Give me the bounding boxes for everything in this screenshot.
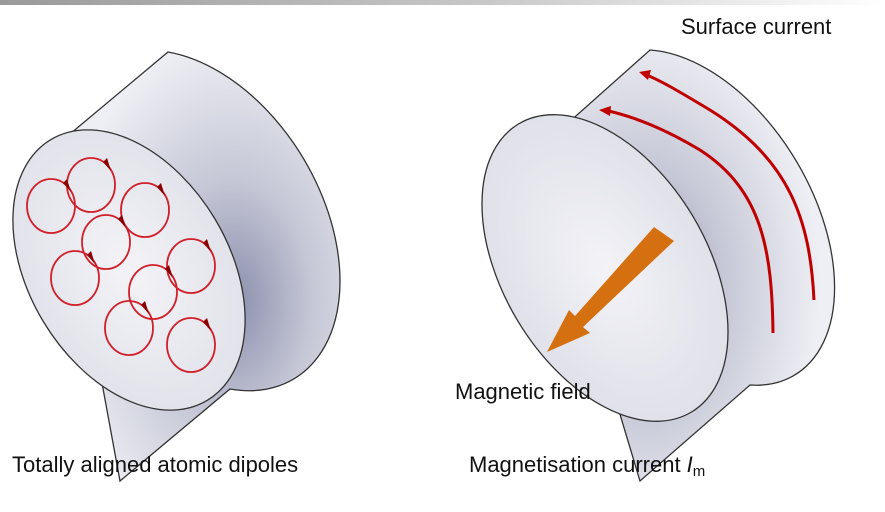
dipole-loop-arrowhead <box>203 318 211 331</box>
surface-current-label: Surface current <box>681 14 832 39</box>
magnetisation-subscript: m <box>692 463 706 480</box>
surface-current-line-upper <box>643 72 816 301</box>
magnetisation-current-caption: Magnetisation current Im <box>469 452 705 480</box>
aligned-dipoles-caption: Totally aligned atomic dipoles <box>12 452 299 477</box>
dipole-loop <box>50 250 100 306</box>
left-cylinder <box>12 51 341 483</box>
dipole-loop-arrowhead <box>103 158 111 171</box>
surface-current-arrowhead-upper <box>639 70 651 80</box>
magnetisation-symbol: I <box>686 452 693 477</box>
dipole-loop <box>166 238 216 294</box>
surface-current-arrowhead-lower <box>599 106 611 116</box>
dipole-loop <box>104 300 154 356</box>
dipole-loop <box>81 214 131 270</box>
magnetisation-current-text: Magnetisation current <box>469 452 687 477</box>
right-cylinder <box>481 49 836 483</box>
dipole-loop <box>120 182 170 238</box>
dipole-loop-arrowhead <box>118 215 126 228</box>
top-accent-bar <box>0 0 885 5</box>
dipole-loop-arrowhead <box>203 239 211 252</box>
magnetic-field-label: Magnetic field <box>455 379 591 404</box>
dipole-loop-arrowhead <box>87 251 95 264</box>
dipole-loop-arrowhead <box>141 301 149 314</box>
dipole-loop <box>26 178 76 234</box>
right-cylinder-front-face <box>481 114 729 422</box>
dipole-loop <box>128 264 178 320</box>
dipole-loop-arrowhead <box>157 183 165 196</box>
magnetic-field-arrow <box>547 227 674 352</box>
surface-current-line-lower <box>603 108 775 334</box>
dipole-loop-arrowhead <box>63 179 71 192</box>
dipole-loop <box>166 317 216 373</box>
atomic-dipole-loops <box>26 157 216 373</box>
dipole-loop-arrowhead <box>165 265 173 278</box>
